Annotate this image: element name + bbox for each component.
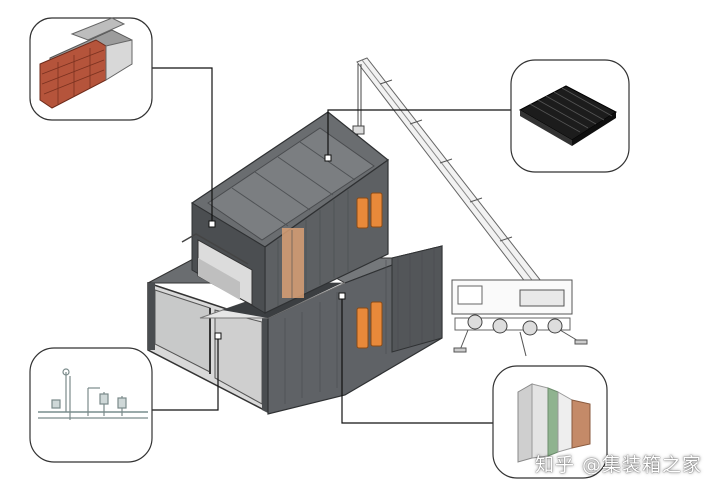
marker-plumbing bbox=[214, 332, 222, 340]
lower-orange-door bbox=[356, 301, 383, 349]
callout-wall bbox=[29, 17, 153, 121]
callout-plumbing bbox=[29, 347, 153, 463]
watermark-text: 知乎 @集装箱之家 bbox=[534, 454, 702, 476]
callout-insulation bbox=[492, 365, 608, 479]
callout-roof bbox=[510, 59, 630, 173]
leader-line-roof bbox=[327, 109, 511, 158]
brick-wall-section-icon bbox=[39, 17, 133, 109]
leader-line-wall bbox=[152, 67, 213, 224]
marker-insulation bbox=[338, 292, 346, 300]
leader-lines bbox=[152, 67, 511, 424]
marker-roof bbox=[324, 154, 332, 162]
leader-line-plumbing bbox=[152, 336, 219, 411]
upper-orange-door bbox=[282, 192, 383, 298]
marker-wall bbox=[208, 220, 216, 228]
layered-insulation-panel-icon bbox=[517, 383, 591, 463]
roof-grating-panel-icon bbox=[518, 85, 617, 146]
leader-markers bbox=[208, 154, 346, 340]
crane bbox=[327, 57, 588, 357]
plumbing-pipes-icon bbox=[38, 368, 148, 420]
leader-line-insulation bbox=[341, 296, 498, 424]
